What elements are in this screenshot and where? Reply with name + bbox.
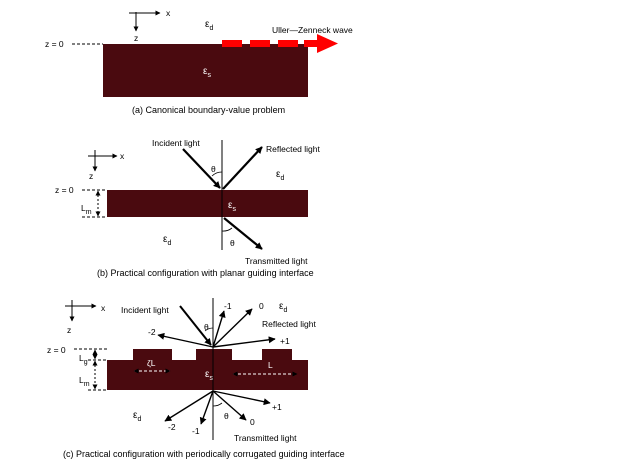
reflected-label-b: Reflected light (266, 144, 321, 154)
axis-z-label-a: z (134, 33, 138, 43)
axis-z-label-c: z (67, 325, 71, 335)
transmitted-order-m1-arrow (199, 390, 214, 425)
axes-icon-a (129, 10, 161, 32)
order-bot-m2-label: -2 (168, 422, 176, 432)
eps-d-top-c: εd (279, 301, 287, 314)
eps-s-b: εs (228, 200, 236, 213)
order-bot-m1-label: -1 (192, 426, 200, 436)
caption-c: (c) Practical configuration with periodi… (63, 449, 345, 459)
theta-top-b: θ (211, 164, 216, 174)
theta-arc-top-c (204, 327, 214, 332)
lm-label-b: Lm (81, 203, 92, 216)
order-top-0-label: 0 (259, 301, 264, 311)
transmitted-order-0-arrow (212, 390, 247, 421)
transmitted-arrow-b (223, 217, 263, 250)
theta-top-c: θ (204, 322, 209, 332)
eps-d-a: εd (205, 19, 213, 32)
theta-arc-top-b (211, 171, 223, 177)
axes-icon-c (65, 300, 97, 322)
order-top-m1-label: -1 (224, 301, 232, 311)
z-zero-label-c: z = 0 (47, 345, 66, 355)
zeta-l-label-c: ζL (147, 358, 156, 368)
reflected-arrow-b (222, 146, 263, 190)
transmitted-order-m2-arrow (164, 390, 214, 422)
lg-label-c: Lg (79, 353, 88, 366)
axis-z-label-b: z (89, 171, 93, 181)
eps-d-top-b: εd (276, 169, 284, 182)
order-top-p1-label: +1 (280, 336, 290, 346)
theta-bottom-b: θ (230, 238, 235, 248)
incident-label-b: Incident light (152, 138, 200, 148)
axis-x-label-c: x (101, 303, 106, 313)
reflected-order-m1-arrow (212, 310, 226, 348)
theta-bottom-c: θ (224, 411, 229, 421)
incident-label-c: Incident light (121, 305, 169, 315)
caption-b: (b) Practical configuration with planar … (97, 268, 314, 278)
z-zero-label-a: z = 0 (45, 39, 64, 49)
substrate-slab-a (103, 44, 308, 97)
caption-a: (a) Canonical boundary-value problem (132, 105, 285, 115)
panel-c: x z z = 0 Lg Lm ζL L εs Incident light R… (47, 298, 345, 459)
axis-x-label-b: x (120, 151, 125, 161)
z-zero-label-b: z = 0 (55, 185, 74, 195)
order-top-m2-label: -2 (148, 327, 156, 337)
eps-d-bottom-b: εd (163, 234, 171, 247)
axis-x-label-a: x (166, 8, 171, 18)
panel-b: x z z = 0 Lm εs Incident light Reflected… (55, 138, 321, 278)
eps-s-c: εs (205, 369, 213, 382)
corrugated-slab-c (107, 349, 308, 390)
eps-s-a: εs (203, 66, 211, 79)
reflected-order-p1-arrow (212, 336, 276, 348)
reflected-order-0-arrow (212, 308, 253, 348)
panel-a: x z εd z = 0 εs Uller—Zenneck wave (a) C… (45, 8, 353, 115)
order-bot-p1-label: +1 (272, 402, 282, 412)
wave-label: Uller—Zenneck wave (272, 25, 353, 35)
uller-zenneck-wave-arrow (222, 34, 338, 53)
order-bot-0-label: 0 (250, 417, 255, 427)
lm-label-c: Lm (79, 375, 90, 388)
incident-arrow-b (182, 148, 221, 189)
substrate-slab-b (107, 190, 308, 217)
transmitted-order-p1-arrow (212, 390, 271, 406)
theta-arc-bottom-b (221, 227, 233, 232)
eps-d-bottom-c: εd (133, 410, 141, 423)
axes-icon-b (88, 150, 118, 172)
theta-arc-bottom-c (212, 402, 223, 407)
l-label-c: L (268, 360, 273, 370)
transmitted-label-b: Transmitted light (245, 256, 308, 266)
transmitted-label-c: Transmitted light (234, 433, 297, 443)
incident-arrow-c (179, 305, 212, 346)
reflected-order-m2-arrow (157, 332, 214, 348)
reflected-label-c: Reflected light (262, 319, 317, 329)
